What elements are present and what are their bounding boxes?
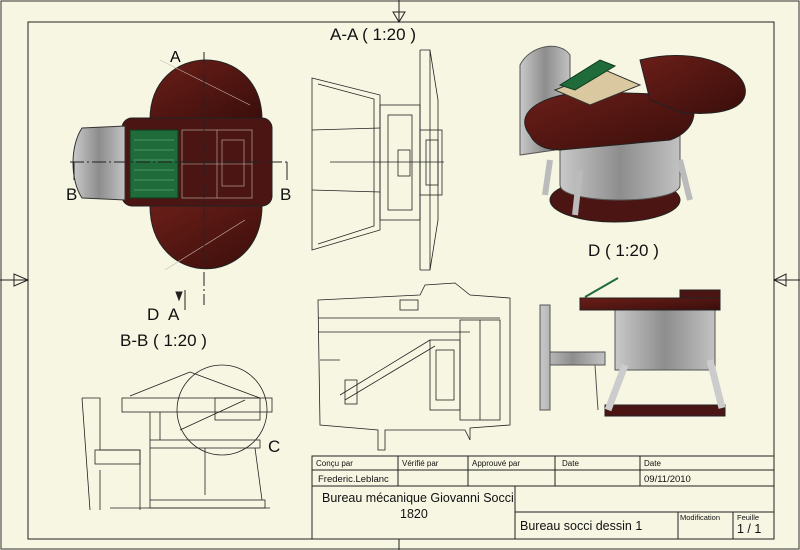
side-base xyxy=(604,404,726,417)
plan-upper-leaf xyxy=(149,59,263,121)
modification-label: Modification xyxy=(680,513,720,522)
plan-view xyxy=(70,52,290,310)
verifie-par-label: Vérifié par xyxy=(402,459,439,468)
date-label-2: Date xyxy=(644,459,661,468)
label-a-top: A xyxy=(170,49,181,66)
feuille-label: Feuille xyxy=(737,513,759,522)
label-c: C xyxy=(268,437,280,456)
label-b-right: B xyxy=(280,185,291,204)
section-aa-label: A-A ( 1:20 ) xyxy=(330,25,416,44)
sheet-number: 1 / 1 xyxy=(737,522,761,536)
iso-legs xyxy=(542,159,693,216)
drawing-title-line1: Bureau mécanique Giovanni Socci xyxy=(322,491,514,505)
detail-c-circle xyxy=(176,364,268,456)
drawing-name: Bureau socci dessin 1 xyxy=(520,519,642,533)
detail-d-label: D ( 1:20 ) xyxy=(588,241,659,260)
iso-green-lid xyxy=(558,59,617,91)
section-aa-drawing xyxy=(311,49,444,271)
plan-chair xyxy=(72,125,126,201)
drawing-title-line2: 1820 xyxy=(400,507,428,521)
plan-lower-leaf xyxy=(149,204,263,270)
label-d: D xyxy=(147,305,159,324)
label-a-bottom: A xyxy=(168,305,180,324)
section-bb-label: B-B ( 1:20 ) xyxy=(120,331,207,350)
concu-par-label: Conçu par xyxy=(316,459,353,468)
title-block xyxy=(311,455,775,540)
section-bb-drawing xyxy=(81,364,273,511)
side-gallery xyxy=(679,289,721,299)
side-chair xyxy=(539,304,606,411)
date-label-1: Date xyxy=(562,459,579,468)
detail-c-drawing xyxy=(317,282,511,451)
side-quill xyxy=(584,277,619,298)
title-block-text: Conçu par Vérifié par Approuvé par Date … xyxy=(316,459,761,536)
label-b-left: B xyxy=(66,185,77,204)
side-body xyxy=(614,309,716,371)
isometric-view xyxy=(519,45,746,223)
section-arrow-a xyxy=(175,291,183,302)
date-value: 09/11/2010 xyxy=(644,474,691,485)
approuve-par-label: Approuvé par xyxy=(472,459,520,468)
side-tabletop xyxy=(579,297,721,311)
plan-green-panel xyxy=(129,129,179,199)
side-legs xyxy=(604,359,726,412)
iso-right-leaf xyxy=(639,55,746,114)
side-view-render xyxy=(539,277,726,417)
designer-name: Frederic.Leblanc xyxy=(318,474,389,485)
